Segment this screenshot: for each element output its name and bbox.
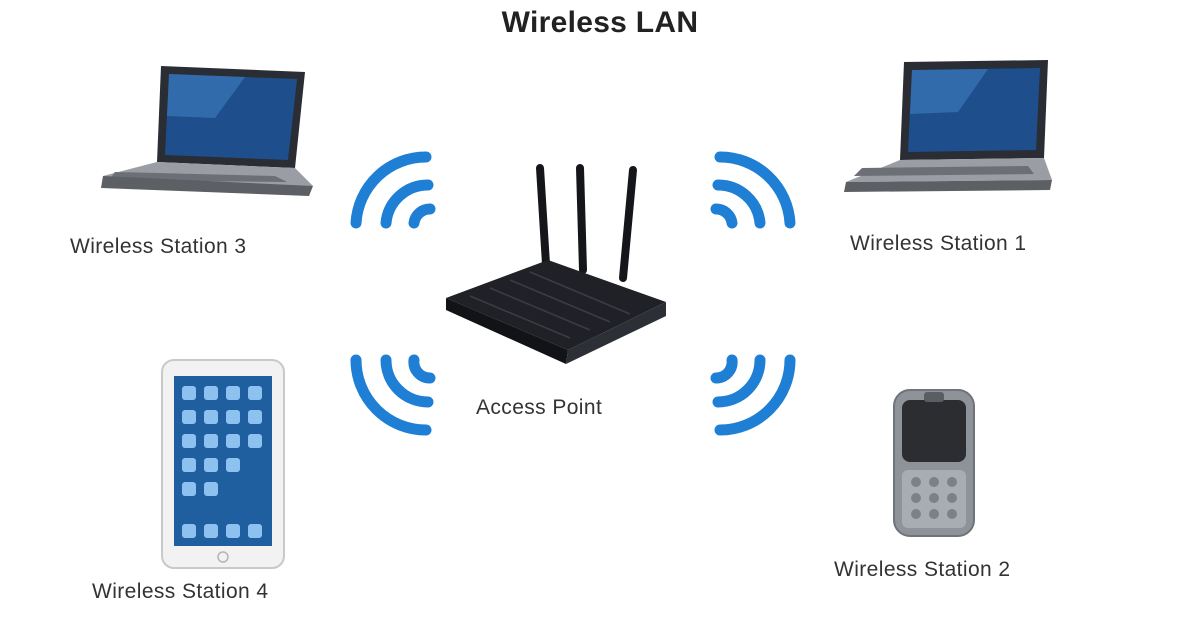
station-1-label: Wireless Station 1 <box>850 232 1027 255</box>
station-2-label: Wireless Station 2 <box>834 558 1011 581</box>
access-point-router-icon <box>440 160 670 380</box>
wifi-signal-upper-left-icon <box>346 145 441 230</box>
laptop-station-3-icon <box>95 58 315 198</box>
laptop-station-1-icon <box>838 54 1058 194</box>
tablet-station-4-icon <box>160 358 286 570</box>
wifi-signal-lower-left-icon <box>346 352 441 437</box>
wifi-signal-lower-right-icon <box>706 352 801 437</box>
access-point-label: Access Point <box>476 396 603 419</box>
station-4-label: Wireless Station 4 <box>92 580 269 603</box>
wifi-signal-upper-right-icon <box>706 145 801 230</box>
station-3-label: Wireless Station 3 <box>70 235 247 258</box>
diagram-title: Wireless LAN <box>501 6 699 39</box>
handheld-station-2-icon <box>888 386 980 538</box>
